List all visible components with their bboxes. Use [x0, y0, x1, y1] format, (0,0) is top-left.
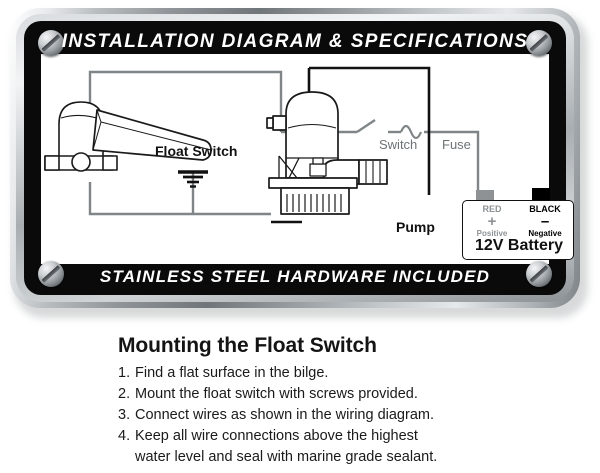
- label-float-switch: Float Switch: [155, 143, 238, 159]
- wiring-diagram: Float Switch Pump Switch Fuse: [41, 54, 549, 264]
- plate-title-banner: INSTALLATION DIAGRAM & SPECIFICATIONS: [61, 31, 529, 52]
- battery-positive-sub: Positive: [476, 229, 508, 238]
- wire-fuse-to-battery-positive: [424, 130, 480, 197]
- plate-footer-banner: STAINLESS STEEL HARDWARE INCLUDED: [99, 267, 491, 286]
- step-text: Mount the float switch with screws provi…: [135, 386, 418, 402]
- wire-float-switch-to-pump: [88, 182, 271, 216]
- step-text: Find a flat surface in the bilge.: [135, 365, 329, 381]
- screw-icon-bottom-right: [526, 261, 552, 287]
- screw-icon-top-left: [38, 30, 64, 56]
- label-switch: Switch: [379, 137, 418, 152]
- instruction-step: 2. Mount the float switch with screws pr…: [118, 384, 588, 404]
- battery-positive-group: RED + Positive: [467, 204, 517, 239]
- step-number: 2.: [118, 386, 131, 402]
- wire-ground-to-battery-negative: [309, 66, 431, 195]
- battery-negative-sub: Negative: [528, 229, 562, 238]
- pump-strainer-slots: [286, 194, 342, 212]
- label-fuse: Fuse: [442, 137, 471, 152]
- battery-negative-group: BLACK – Negative: [520, 204, 570, 239]
- battery-negative-name: BLACK: [529, 204, 561, 214]
- pump-illustration: [266, 91, 388, 215]
- step-number: 3.: [118, 407, 131, 423]
- float-switch-arm: [92, 109, 212, 161]
- battery-positive-sign: +: [487, 213, 497, 230]
- step-number: 4.: [118, 428, 131, 444]
- battery-terminal-negative: [532, 188, 550, 202]
- switch-symbol: [356, 119, 376, 133]
- instruction-step: 4. Keep all wire connections above the h…: [118, 426, 588, 446]
- battery-box: RED + Positive BLACK – Negative 12V Batt…: [462, 200, 574, 260]
- specification-plate: INSTALLATION DIAGRAM & SPECIFICATIONS ST…: [10, 8, 590, 318]
- instructions-heading: Mounting the Float Switch: [118, 334, 377, 357]
- step-number: [118, 447, 135, 467]
- instruction-step: 1. Find a flat surface in the bilge.: [118, 363, 588, 383]
- battery-title: 12V Battery: [474, 237, 564, 254]
- battery-positive-name: RED: [482, 204, 502, 214]
- battery-negative-sign: –: [540, 213, 550, 230]
- fuse-symbol: [399, 124, 423, 140]
- screw-icon-top-right: [526, 30, 552, 56]
- ground-symbol-pump: [178, 170, 208, 188]
- step-text: Keep all wire connections above the high…: [135, 428, 418, 444]
- wiring-diagram-svg: [44, 66, 480, 224]
- step-text: Connect wires as shown in the wiring dia…: [135, 407, 434, 423]
- label-pump: Pump: [396, 219, 435, 235]
- instruction-step: 3. Connect wires as shown in the wiring …: [118, 405, 588, 425]
- step-number: 1.: [118, 365, 131, 381]
- screw-icon-bottom-left: [38, 261, 64, 287]
- instruction-step-continuation: water level and seal with marine grade s…: [118, 447, 588, 467]
- step-text: water level and seal with marine grade s…: [135, 449, 438, 465]
- mounting-instructions: Mounting the Float Switch 1. Find a flat…: [118, 334, 588, 468]
